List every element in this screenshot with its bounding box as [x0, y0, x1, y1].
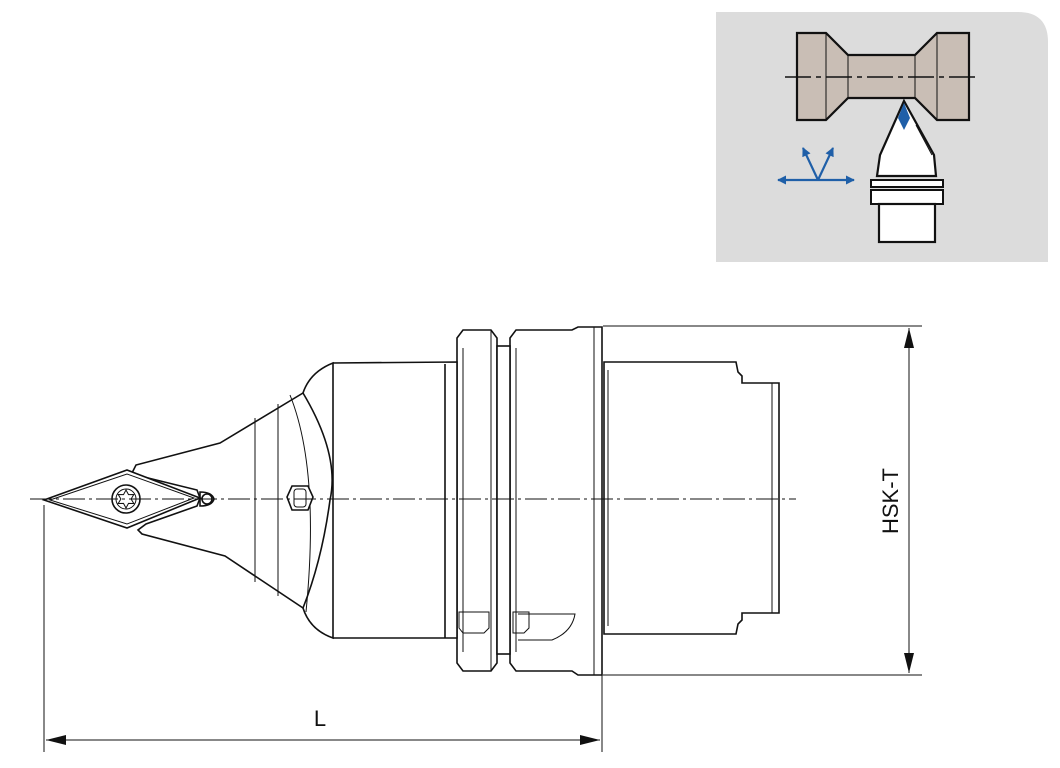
conical-nose — [130, 361, 334, 640]
inset-tool-flange — [870, 179, 944, 188]
height-dimension: HSK-T — [603, 325, 922, 676]
inset-tool-shank — [877, 202, 937, 244]
gripper-groove — [456, 329, 498, 672]
turning-operation-icon — [716, 12, 1048, 262]
height-label: HSK-T — [878, 468, 903, 534]
tool-holder — [41, 326, 780, 676]
coolant-bore — [286, 485, 314, 511]
torx-icon — [117, 488, 135, 510]
flange — [509, 326, 603, 676]
hsk-shank — [603, 361, 780, 635]
length-label: L — [314, 706, 326, 731]
feed-direction-arrows — [777, 147, 855, 185]
length-dimension: L — [43, 505, 603, 752]
